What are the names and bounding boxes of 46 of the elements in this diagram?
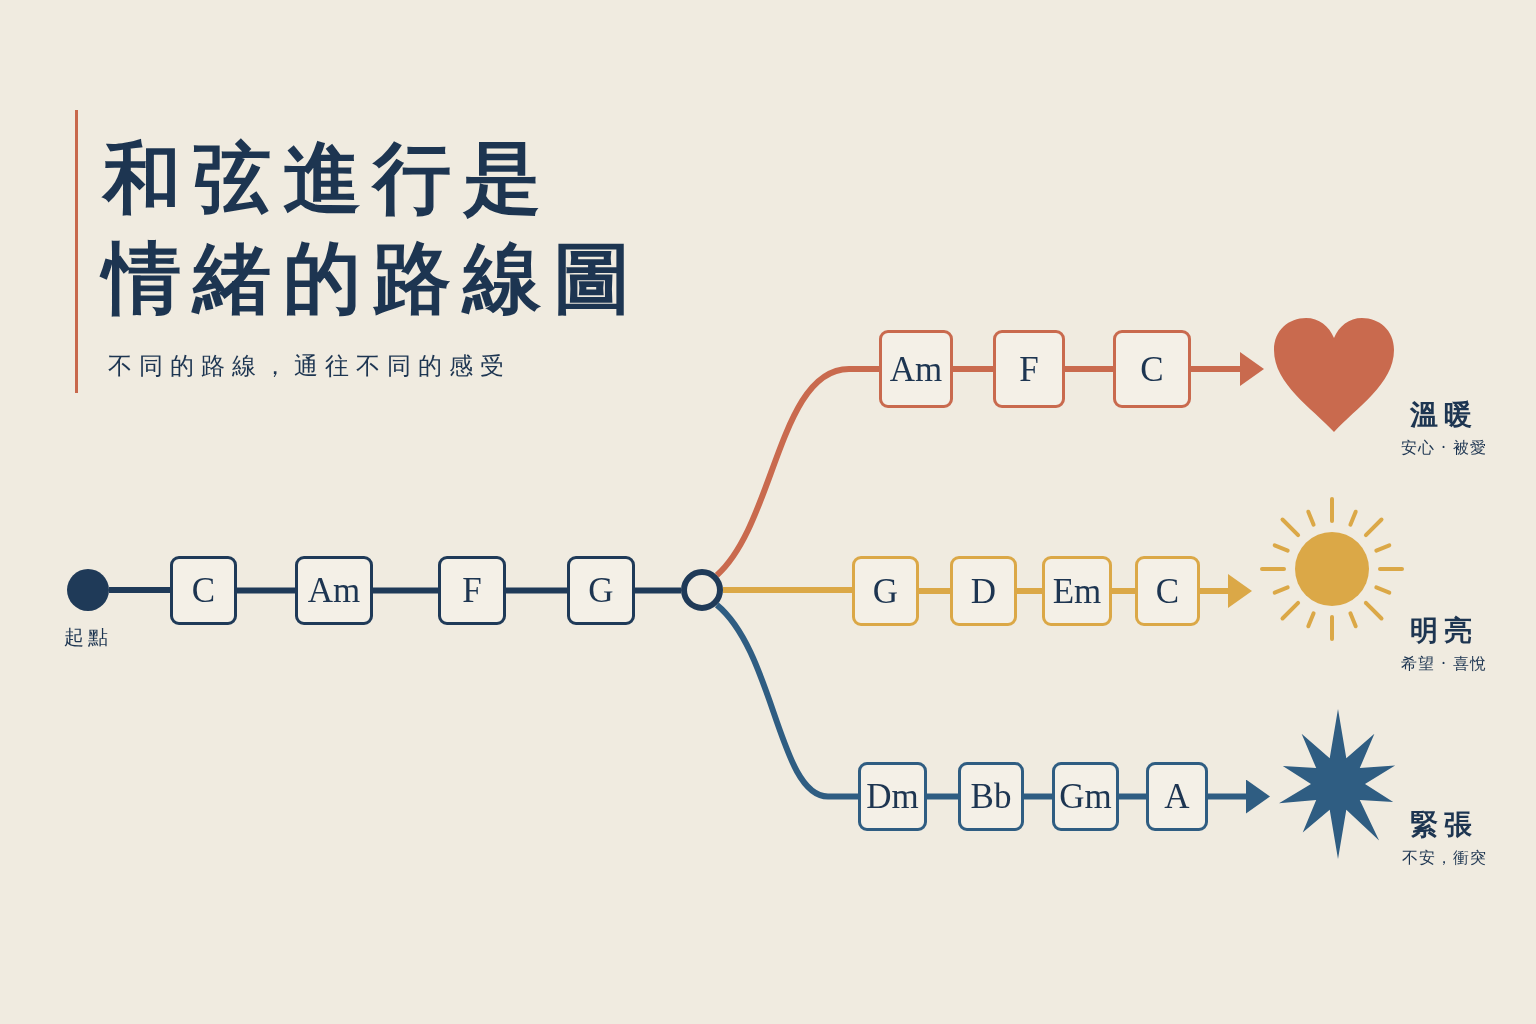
connector-line bbox=[714, 602, 858, 800]
connector-line bbox=[723, 587, 852, 593]
emotion-description: 安心 · 被愛 bbox=[1400, 437, 1488, 459]
chord-box: G bbox=[852, 556, 919, 626]
chord-box: A bbox=[1146, 762, 1208, 831]
connector-line bbox=[635, 587, 681, 594]
chord-box: C bbox=[1135, 556, 1200, 626]
chord-box: F bbox=[438, 556, 506, 625]
subtitle: 不同的路線，通往不同的感受 bbox=[108, 351, 511, 382]
arrow bbox=[1191, 352, 1264, 386]
connector-line bbox=[237, 587, 295, 594]
emotion-label: 溫暖 bbox=[1410, 397, 1478, 433]
ring-icon bbox=[681, 569, 723, 611]
start-dot-icon bbox=[67, 569, 109, 611]
connector-line bbox=[1112, 588, 1135, 594]
arrow bbox=[1200, 574, 1252, 608]
connector-line bbox=[1024, 793, 1052, 800]
connector-line bbox=[953, 366, 993, 372]
sun-icon bbox=[1260, 497, 1404, 641]
chord-box: Dm bbox=[858, 762, 927, 831]
chord-box: C bbox=[1113, 330, 1191, 408]
heart-icon bbox=[1272, 316, 1396, 434]
emotion-description: 希望 · 喜悅 bbox=[1400, 653, 1488, 675]
connector-line bbox=[1119, 793, 1146, 800]
connector-line bbox=[919, 588, 950, 594]
chord-box: G bbox=[567, 556, 635, 625]
emotion-label: 緊張 bbox=[1410, 807, 1478, 843]
chord-box: Em bbox=[1042, 556, 1112, 626]
chord-box: D bbox=[950, 556, 1017, 626]
connector-line bbox=[373, 587, 438, 594]
connector-line bbox=[506, 587, 567, 594]
connector-line bbox=[1065, 366, 1113, 372]
chord-box: Gm bbox=[1052, 762, 1119, 831]
chord-box: C bbox=[170, 556, 237, 625]
connector-line bbox=[109, 587, 170, 593]
emotion-label: 明亮 bbox=[1410, 613, 1478, 649]
chord-box: Bb bbox=[958, 762, 1024, 831]
start-label: 起點 bbox=[64, 624, 112, 651]
chord-box: F bbox=[993, 330, 1065, 408]
connector-line bbox=[1017, 588, 1042, 594]
connector-line bbox=[927, 793, 958, 800]
chord-box: Am bbox=[879, 330, 953, 408]
emotion-description: 不安，衝突 bbox=[1401, 847, 1487, 869]
chord-box: Am bbox=[295, 556, 373, 625]
connector-line bbox=[714, 366, 879, 578]
arrow bbox=[1208, 779, 1270, 814]
